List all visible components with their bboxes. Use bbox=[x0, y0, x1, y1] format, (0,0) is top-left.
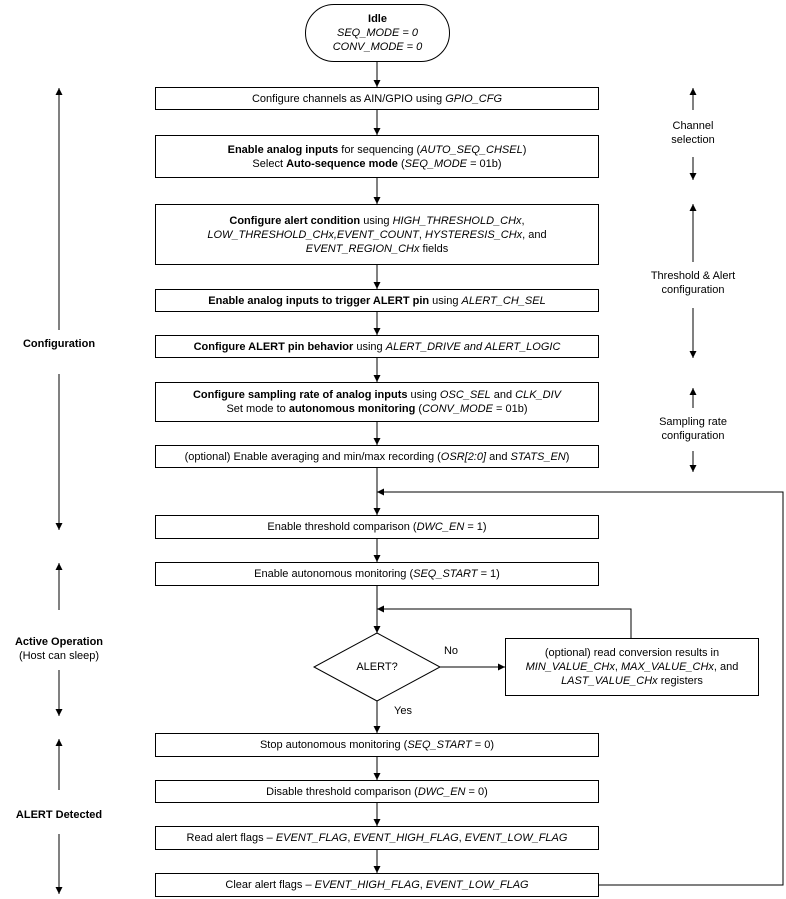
decision-diamond bbox=[312, 632, 442, 702]
step-disable-threshold-comparison: Disable threshold comparison (DWC_EN = 0… bbox=[155, 780, 599, 803]
decision-yes-label: Yes bbox=[394, 705, 412, 717]
group-threshold-alert-line2: configuration bbox=[661, 284, 725, 296]
text-run: GPIO_CFG bbox=[445, 92, 503, 105]
text-run: EVENT_REGION_CHx bbox=[305, 242, 420, 255]
step-optional-read-results-line2: MIN_VALUE_CHx, MAX_VALUE_CHx, and bbox=[525, 661, 739, 673]
group-sampling-rate-label: Sampling rate configuration bbox=[623, 415, 763, 443]
group-threshold-alert-label: Threshold & Alert configuration bbox=[623, 269, 763, 297]
step-enable-averaging: (optional) Enable averaging and min/max … bbox=[155, 445, 599, 468]
phase-active-operation-label: Active Operation (Host can sleep) bbox=[0, 635, 118, 663]
step-optional-read-results: (optional) read conversion results in MI… bbox=[505, 638, 759, 696]
group-channel-selection-label: Channel selection bbox=[633, 119, 753, 147]
step-clear-alert-flags-text: Clear alert flags – EVENT_HIGH_FLAG, EVE… bbox=[225, 879, 529, 891]
text-run: SEQ_START bbox=[413, 568, 478, 580]
text-run: Enable analog inputs bbox=[227, 143, 339, 156]
text-run: Configure alert condition bbox=[229, 214, 361, 227]
group-threshold-alert-line1: Threshold & Alert bbox=[650, 270, 736, 282]
text-run: Configure ALERT pin behavior bbox=[193, 340, 354, 353]
loop-clear-flags-back bbox=[377, 488, 784, 886]
text-run: OSR[2:0] bbox=[440, 450, 487, 463]
decision-label: ALERT? bbox=[356, 661, 398, 673]
step-read-alert-flags-text: Read alert flags – EVENT_FLAG, EVENT_HIG… bbox=[186, 832, 568, 844]
step-stop-autonomous-monitoring: Stop autonomous monitoring (SEQ_START = … bbox=[155, 733, 599, 757]
text-run: AUTO_SEQ_CHSEL bbox=[420, 143, 523, 156]
text-run: STATS_EN bbox=[510, 450, 566, 463]
phase-configuration-label: Configuration bbox=[22, 338, 96, 350]
group-channel-selection-line1: Channel bbox=[672, 120, 714, 132]
step-enable-autonomous-monitoring-text: Enable autonomous monitoring (SEQ_START … bbox=[254, 568, 500, 580]
text-run: SEQ_START bbox=[407, 739, 472, 751]
step-enable-autonomous-monitoring: Enable autonomous monitoring (SEQ_START … bbox=[155, 562, 599, 586]
step-enable-averaging-text: (optional) Enable averaging and min/max … bbox=[184, 450, 570, 463]
phase-active-operation-subtitle: (Host can sleep) bbox=[18, 650, 100, 662]
step-enable-analog-inputs-line2: Select Auto-sequence mode (SEQ_MODE = 01… bbox=[252, 157, 502, 170]
text-run: CLK_DIV bbox=[515, 389, 561, 401]
step-enable-alert-trigger-text: Enable analog inputs to trigger ALERT pi… bbox=[208, 294, 546, 307]
text-run: HYSTERESIS_CHx bbox=[424, 228, 523, 241]
step-enable-threshold-comparison-text: Enable threshold comparison (DWC_EN = 1) bbox=[267, 521, 487, 533]
text-run: EVENT_FLAG bbox=[275, 832, 348, 844]
step-optional-read-results-line1: (optional) read conversion results in bbox=[544, 647, 720, 659]
text-run: LAST_VALUE_CHx bbox=[561, 675, 658, 687]
loop-optional-read-back bbox=[377, 605, 632, 638]
text-run: DWC_EN bbox=[416, 521, 465, 533]
text-run: EVENT_HIGH_FLAG bbox=[353, 832, 459, 844]
step-configure-alert-condition-line3: EVENT_REGION_CHx fields bbox=[305, 242, 449, 255]
decision-no-label: No bbox=[443, 645, 459, 657]
step-enable-alert-trigger: Enable analog inputs to trigger ALERT pi… bbox=[155, 289, 599, 312]
step-read-alert-flags: Read alert flags – EVENT_FLAG, EVENT_HIG… bbox=[155, 826, 599, 850]
step-clear-alert-flags: Clear alert flags – EVENT_HIGH_FLAG, EVE… bbox=[155, 873, 599, 897]
text-run: EVENT_LOW_FLAG bbox=[464, 832, 568, 844]
step-configure-sampling-rate: Configure sampling rate of analog inputs… bbox=[155, 382, 599, 422]
text-run: OSC_SEL bbox=[439, 389, 491, 401]
step-stop-autonomous-monitoring-text: Stop autonomous monitoring (SEQ_START = … bbox=[259, 739, 495, 751]
text-run: HIGH_THRESHOLD_CHx bbox=[392, 214, 522, 227]
group-channel-selection-line2: selection bbox=[671, 134, 715, 146]
text-run: Auto-sequence mode bbox=[286, 157, 398, 170]
idle-conv-mode: CONV_MODE = 0 bbox=[332, 41, 423, 53]
step-configure-alert-condition-line2: LOW_THRESHOLD_CHx,EVENT_COUNT, HYSTERESI… bbox=[207, 228, 547, 241]
step-configure-alert-pin-text: Configure ALERT pin behavior using ALERT… bbox=[193, 340, 561, 353]
text-run: ALERT_CH_SEL bbox=[461, 294, 546, 307]
step-optional-read-results-line3: LAST_VALUE_CHx registers bbox=[561, 675, 703, 687]
phase-alert-detected-label: ALERT Detected bbox=[15, 809, 103, 821]
step-enable-analog-inputs-line1: Enable analog inputs for sequencing (AUT… bbox=[227, 143, 527, 156]
step-configure-alert-pin: Configure ALERT pin behavior using ALERT… bbox=[155, 335, 599, 358]
text-run: DWC_EN bbox=[417, 785, 466, 798]
text-run: CONV_MODE bbox=[422, 403, 493, 415]
text-run: EVENT_HIGH_FLAG bbox=[314, 879, 420, 891]
text-run: EVENT_LOW_FLAG bbox=[425, 879, 529, 891]
step-enable-threshold-comparison: Enable threshold comparison (DWC_EN = 1) bbox=[155, 515, 599, 539]
text-run: MAX_VALUE_CHx bbox=[620, 661, 714, 673]
step-configure-channels-text: Configure channels as AIN/GPIO using GPI… bbox=[251, 92, 503, 105]
idle-state: Idle SEQ_MODE = 0 CONV_MODE = 0 bbox=[305, 4, 450, 62]
text-run: Configure sampling rate of analog inputs bbox=[192, 389, 408, 401]
phase-active-operation-title: Active Operation bbox=[14, 636, 104, 648]
step-configure-alert-condition-line1: Configure alert condition using HIGH_THR… bbox=[229, 214, 525, 227]
text-run: ALERT_DRIVE and ALERT_LOGIC bbox=[385, 340, 561, 353]
step-configure-sampling-rate-line2: Set mode to autonomous monitoring (CONV_… bbox=[226, 403, 528, 415]
group-sampling-rate-line2: configuration bbox=[661, 430, 725, 442]
text-run: Enable analog inputs to trigger ALERT pi… bbox=[208, 294, 430, 307]
step-configure-channels: Configure channels as AIN/GPIO using GPI… bbox=[155, 87, 599, 110]
text-run: SEQ_MODE bbox=[404, 157, 468, 170]
step-enable-analog-inputs: Enable analog inputs for sequencing (AUT… bbox=[155, 135, 599, 178]
group-sampling-rate-line1: Sampling rate bbox=[659, 416, 727, 428]
idle-title: Idle bbox=[368, 13, 387, 25]
text-run: autonomous monitoring bbox=[288, 403, 416, 415]
text-run: MIN_VALUE_CHx bbox=[525, 661, 615, 673]
text-run: LOW_THRESHOLD_CHx,EVENT_COUNT bbox=[207, 228, 419, 241]
step-disable-threshold-comparison-text: Disable threshold comparison (DWC_EN = 0… bbox=[266, 785, 488, 798]
idle-seq-mode: SEQ_MODE = 0 bbox=[336, 27, 418, 39]
step-configure-alert-condition: Configure alert condition using HIGH_THR… bbox=[155, 204, 599, 265]
step-configure-sampling-rate-line1: Configure sampling rate of analog inputs… bbox=[192, 389, 561, 401]
